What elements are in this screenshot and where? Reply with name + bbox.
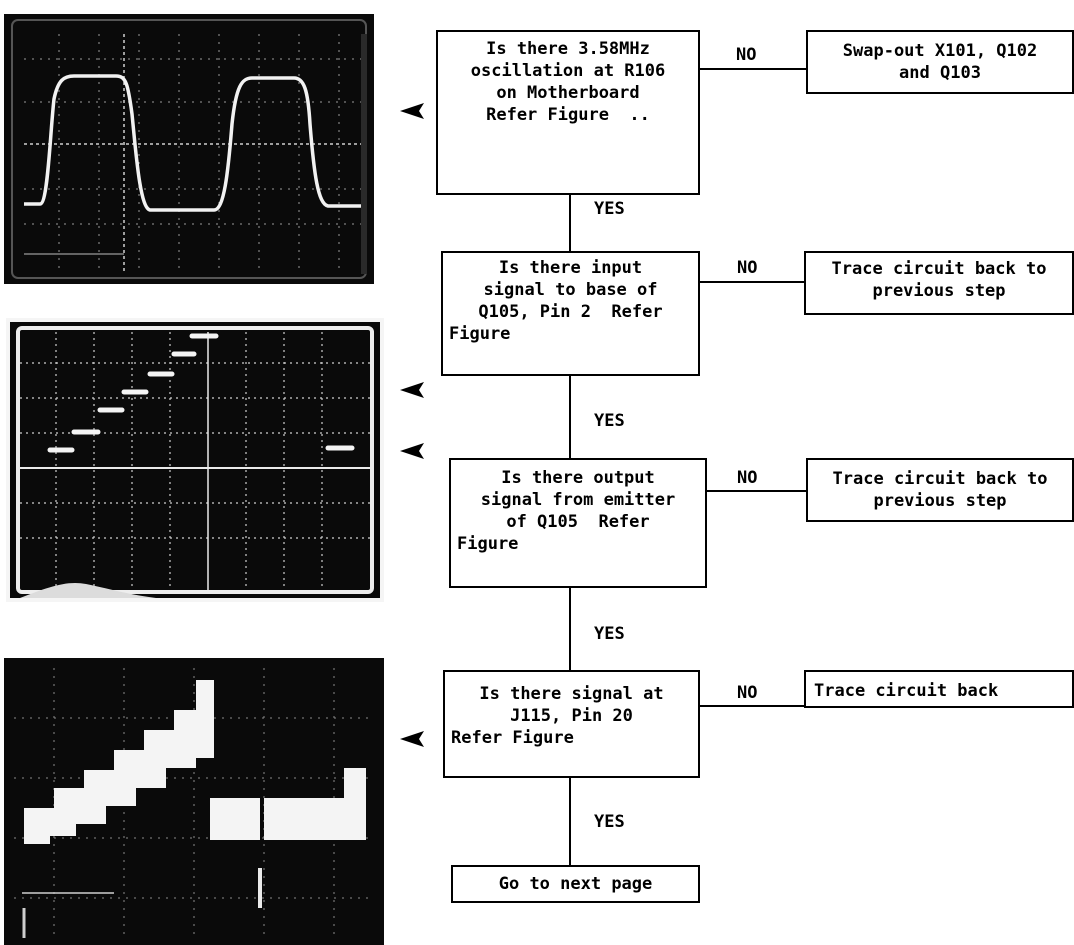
action-line: previous step (808, 280, 1070, 302)
question-line: Figure (447, 323, 694, 345)
connector-yes (569, 376, 571, 458)
question-line: on Motherboard (442, 82, 694, 104)
pointer-arrow-icon (400, 731, 424, 747)
scope-waveform-3 (4, 658, 384, 945)
action-line: Trace circuit back (814, 680, 1064, 702)
action-line: Swap-out X101, Q102 (810, 40, 1070, 62)
question-line: oscillation at R106 (442, 60, 694, 82)
decision-box-output-signal: Is there output signal from emitter of Q… (449, 458, 707, 588)
pointer-arrow-icon (400, 103, 424, 119)
connector-no (700, 705, 804, 707)
connector-yes (569, 778, 571, 865)
question-line: Is there input (447, 257, 694, 279)
no-label: NO (737, 468, 757, 488)
yes-label: YES (594, 624, 625, 644)
action-line: Trace circuit back to (808, 258, 1070, 280)
action-box-swap: Swap-out X101, Q102 and Q103 (806, 30, 1074, 94)
end-box: Go to next page (451, 865, 700, 903)
action-box-trace-back: Trace circuit back to previous step (804, 251, 1074, 315)
question-line: signal from emitter (455, 489, 701, 511)
question-line: Is there 3.58MHz (442, 38, 694, 60)
question-line: of Q105 Refer (455, 511, 701, 533)
yes-label: YES (594, 812, 625, 832)
connector-no (700, 68, 806, 70)
question-line: Q105, Pin 2 Refer (447, 301, 694, 323)
connector-yes (569, 195, 571, 251)
action-box-trace-back: Trace circuit back to previous step (806, 458, 1074, 522)
pointer-arrow-icon (400, 382, 424, 398)
connector-yes (569, 588, 571, 670)
no-label: NO (736, 45, 756, 65)
action-line: and Q103 (810, 62, 1070, 84)
question-line: signal to base of (447, 279, 694, 301)
no-label: NO (737, 683, 757, 703)
connector-no (700, 281, 804, 283)
question-line: J115, Pin 20 (449, 705, 694, 727)
pointer-arrow-icon (400, 443, 424, 459)
scope-waveform-2 (6, 318, 384, 602)
question-line: Figure (455, 533, 701, 555)
no-label: NO (737, 258, 757, 278)
decision-box-oscillation: Is there 3.58MHz oscillation at R106 on … (436, 30, 700, 195)
question-line: Refer Figure (449, 727, 694, 749)
decision-box-input-signal: Is there input signal to base of Q105, P… (441, 251, 700, 376)
end-label: Go to next page (455, 873, 696, 895)
connector-no (707, 490, 806, 492)
scope-waveform-1 (4, 14, 374, 284)
action-line: Trace circuit back to (810, 468, 1070, 490)
question-line: Is there output (455, 467, 701, 489)
question-line: Is there signal at (449, 683, 694, 705)
yes-label: YES (594, 199, 625, 219)
yes-label: YES (594, 411, 625, 431)
action-box-trace-back: Trace circuit back (804, 670, 1074, 708)
question-line: Refer Figure .. (442, 104, 694, 126)
decision-box-j115: Is there signal at J115, Pin 20 Refer Fi… (443, 670, 700, 778)
action-line: previous step (810, 490, 1070, 512)
